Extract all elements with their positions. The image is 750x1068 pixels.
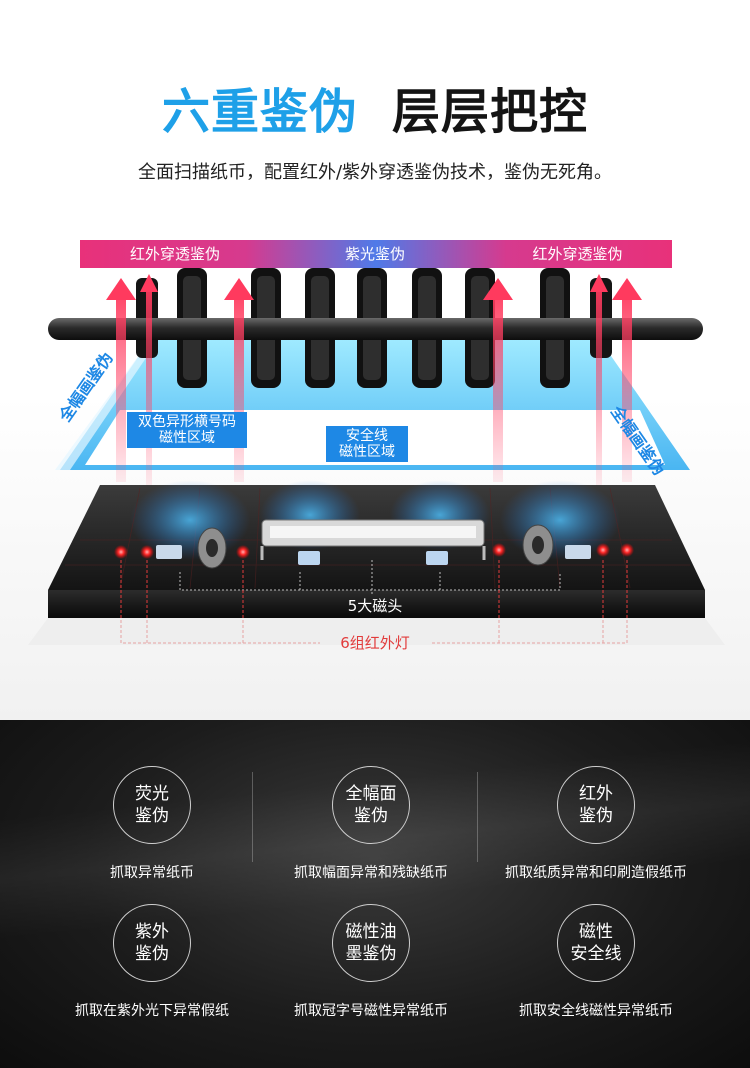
tag-thread-line2: 磁性区域 (339, 444, 395, 460)
subtitle: 全面扫描纸币，配置红外/紫外穿透鉴伪技术，鉴伪无死角。 (137, 162, 613, 183)
bar-label-ultraviolet: 紫光鉴伪 (344, 245, 405, 263)
feature-full-width: 全幅面 鉴伪 抓取幅面异常和残缺纸币 (256, 766, 486, 882)
infrared-arrows (106, 274, 642, 485)
magnetic-heads-label: 5大磁头 (347, 597, 403, 615)
feature-fluorescent: 荧光 鉴伪 抓取异常纸币 (37, 766, 267, 882)
feature-magnetic-thread: 磁性 安全线 抓取安全线磁性异常纸币 (481, 904, 711, 1020)
top-section: 六重鉴伪层层把控 全面扫描纸币，配置红外/紫外穿透鉴伪技术，鉴伪无死角。 (0, 0, 750, 720)
tag-security-thread: 安全线 磁性区域 (326, 426, 408, 462)
tag-serial-magnetic: 双色异形横号码 磁性区域 (127, 412, 247, 448)
light-bar (80, 240, 672, 268)
bar-label-infrared-left: 红外穿透鉴伪 (129, 245, 220, 263)
feature-desc: 抓取在紫外光下异常假纸 (75, 1003, 229, 1019)
headline: 六重鉴伪层层把控 (0, 82, 750, 142)
feature-circle: 磁性油 墨鉴伪 (332, 904, 410, 982)
features-section: 荧光 鉴伪 抓取异常纸币 全幅面 鉴伪 抓取幅面异常和残缺纸币 红外 鉴伪 抓取… (0, 720, 750, 1068)
head-bracket (179, 560, 561, 596)
feature-magnetic-ink: 磁性油 墨鉴伪 抓取冠字号磁性异常纸币 (256, 904, 486, 1020)
feature-desc: 抓取幅面异常和残缺纸币 (294, 865, 448, 881)
roller-shaft (48, 318, 703, 340)
headline-blue: 六重鉴伪 (161, 84, 358, 140)
feature-circle: 紫外 鉴伪 (113, 904, 191, 982)
feature-desc: 抓取冠字号磁性异常纸币 (294, 1003, 448, 1019)
magnetic-heads (156, 519, 591, 569)
feature-ultraviolet: 紫外 鉴伪 抓取在紫外光下异常假纸 (37, 904, 267, 1020)
tag-serial-line1: 双色异形横号码 (138, 414, 236, 430)
feature-circle: 磁性 安全线 (557, 904, 635, 982)
infrared-lamps-label: 6组红外灯 (340, 634, 410, 652)
bar-label-infrared-right: 红外穿透鉴伪 (532, 245, 623, 263)
feature-infrared: 红外 鉴伪 抓取纸质异常和印刷造假纸币 (481, 766, 711, 882)
infrared-lamps (114, 543, 634, 559)
feature-desc: 抓取纸质异常和印刷造假纸币 (505, 865, 687, 881)
feature-circle: 红外 鉴伪 (557, 766, 635, 844)
feature-circle: 荧光 鉴伪 (113, 766, 191, 844)
tag-thread-line1: 安全线 (346, 428, 388, 444)
divider-2 (477, 772, 478, 862)
divider-1 (252, 772, 253, 862)
feature-desc: 抓取异常纸币 (110, 865, 194, 881)
headline-dark: 层层把控 (392, 84, 589, 140)
banknote-edge-left (55, 340, 150, 470)
detector-diagram (28, 240, 725, 645)
feature-circle: 全幅面 鉴伪 (332, 766, 410, 844)
tag-serial-line2: 磁性区域 (159, 430, 215, 446)
feature-desc: 抓取安全线磁性异常纸币 (519, 1003, 673, 1019)
detector-plate-front (48, 590, 705, 618)
